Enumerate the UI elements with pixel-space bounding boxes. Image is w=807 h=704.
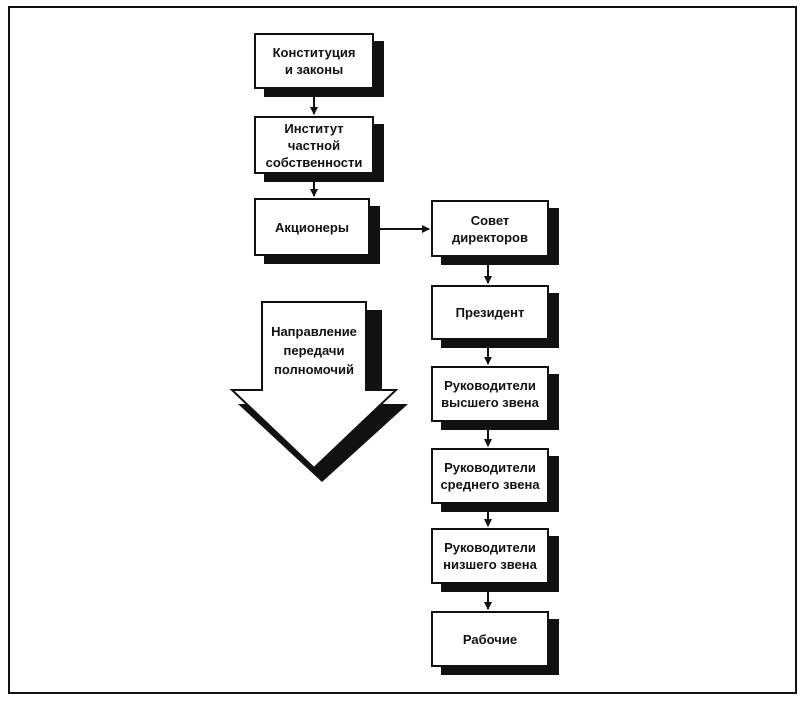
node-president-label: Президент <box>455 305 525 320</box>
node-middle-managers: Руководители среднего звена <box>431 448 549 504</box>
node-board: Совет директоров <box>431 200 549 257</box>
node-top-managers: Руководители высшего звена <box>431 366 549 422</box>
node-constitution-label: Конституция и законы <box>272 45 356 77</box>
diagram-frame <box>8 6 797 694</box>
node-private-property: Институт частной собственности <box>254 116 374 174</box>
node-private-property-label: Институт частной собственности <box>265 120 363 170</box>
node-workers: Рабочие <box>431 611 549 667</box>
node-constitution: Конституция и законы <box>254 33 374 89</box>
node-board-label: Совет директоров <box>452 212 528 245</box>
node-lower-managers: Руководители низшего звена <box>431 528 549 584</box>
node-president: Президент <box>431 285 549 340</box>
node-shareholders-label: Акционеры <box>275 219 349 235</box>
node-shareholders: Акционеры <box>254 198 370 256</box>
node-lower-managers-label: Руководители низшего звена <box>443 540 537 572</box>
authority-arrow-body <box>229 301 399 470</box>
node-middle-managers-label: Руководители среднего звена <box>440 460 540 492</box>
authority-arrow-label: Направление передачи полномочий <box>271 324 357 377</box>
node-top-managers-label: Руководители высшего звена <box>441 378 539 410</box>
node-workers-label: Рабочие <box>462 631 518 647</box>
